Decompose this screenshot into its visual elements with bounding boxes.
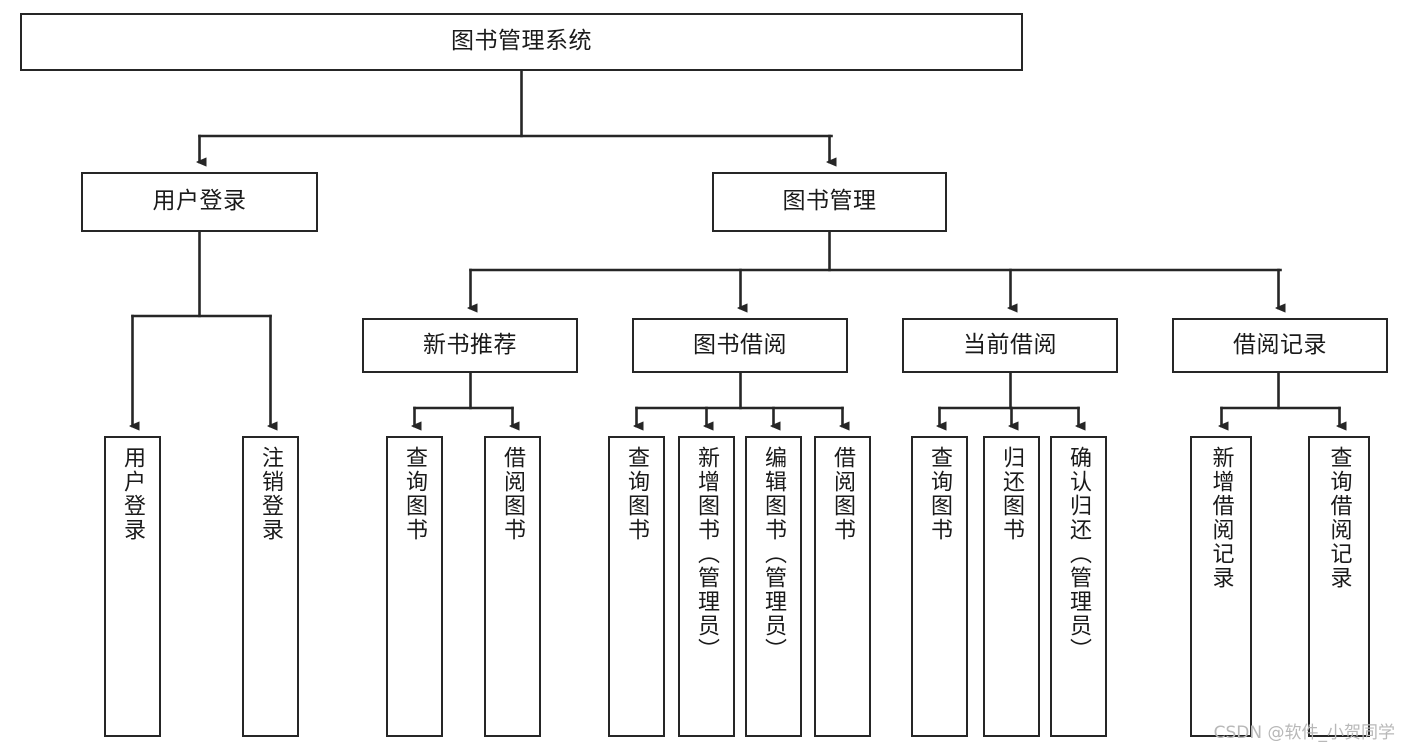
node-leaf-rec-borrow-label: 借阅图书 (500, 446, 526, 542)
node-leaf-bb-add-label: 新增图书（管理员） (694, 446, 720, 662)
node-leaf-bb-add[interactable]: 新增图书（管理员） (678, 436, 735, 737)
node-leaf-br-add-label: 新增借阅记录 (1208, 446, 1234, 590)
node-leaf-cb-return[interactable]: 归还图书 (983, 436, 1040, 737)
node-root-label: 图书管理系统 (451, 28, 592, 55)
node-leaf-rec-query[interactable]: 查询图书 (386, 436, 443, 737)
node-borrow-record-label: 借阅记录 (1233, 331, 1327, 358)
node-leaf-cb-return-label: 归还图书 (999, 446, 1025, 542)
node-leaf-br-query[interactable]: 查询借阅记录 (1308, 436, 1370, 737)
node-book-manage[interactable]: 图书管理 (712, 172, 947, 232)
node-user-login-label: 用户登录 (152, 188, 247, 215)
node-leaf-bb-borrow[interactable]: 借阅图书 (814, 436, 871, 737)
node-current-borrow-label: 当前借阅 (963, 331, 1057, 358)
node-leaf-user-logout-label: 注销登录 (258, 446, 284, 542)
node-root[interactable]: 图书管理系统 (20, 13, 1023, 71)
node-book-borrow[interactable]: 图书借阅 (632, 318, 848, 373)
node-leaf-user-logout[interactable]: 注销登录 (242, 436, 299, 737)
node-current-borrow[interactable]: 当前借阅 (902, 318, 1118, 373)
node-leaf-bb-query-label: 查询图书 (624, 446, 650, 542)
node-leaf-bb-edit[interactable]: 编辑图书（管理员） (745, 436, 802, 737)
node-leaf-rec-query-label: 查询图书 (402, 446, 428, 542)
node-leaf-br-query-label: 查询借阅记录 (1326, 446, 1352, 590)
node-leaf-cb-query-label: 查询图书 (927, 446, 953, 542)
node-leaf-bb-query[interactable]: 查询图书 (608, 436, 665, 737)
node-leaf-br-add[interactable]: 新增借阅记录 (1190, 436, 1252, 737)
node-new-book-rec-label: 新书推荐 (423, 331, 517, 358)
node-borrow-record[interactable]: 借阅记录 (1172, 318, 1388, 373)
node-book-borrow-label: 图书借阅 (693, 331, 787, 358)
node-new-book-rec[interactable]: 新书推荐 (362, 318, 578, 373)
node-leaf-user-login[interactable]: 用户登录 (104, 436, 161, 737)
node-user-login[interactable]: 用户登录 (81, 172, 318, 232)
node-leaf-user-login-label: 用户登录 (120, 446, 146, 542)
csdn-watermark: CSDN @软件_小贺同学 (1213, 723, 1395, 743)
node-book-manage-label: 图书管理 (782, 188, 877, 215)
node-leaf-cb-confirm[interactable]: 确认归还（管理员） (1050, 436, 1107, 737)
node-leaf-cb-confirm-label: 确认归还（管理员） (1066, 446, 1092, 662)
node-leaf-cb-query[interactable]: 查询图书 (911, 436, 968, 737)
node-leaf-bb-borrow-label: 借阅图书 (830, 446, 856, 542)
node-leaf-rec-borrow[interactable]: 借阅图书 (484, 436, 541, 737)
node-leaf-bb-edit-label: 编辑图书（管理员） (761, 446, 787, 662)
